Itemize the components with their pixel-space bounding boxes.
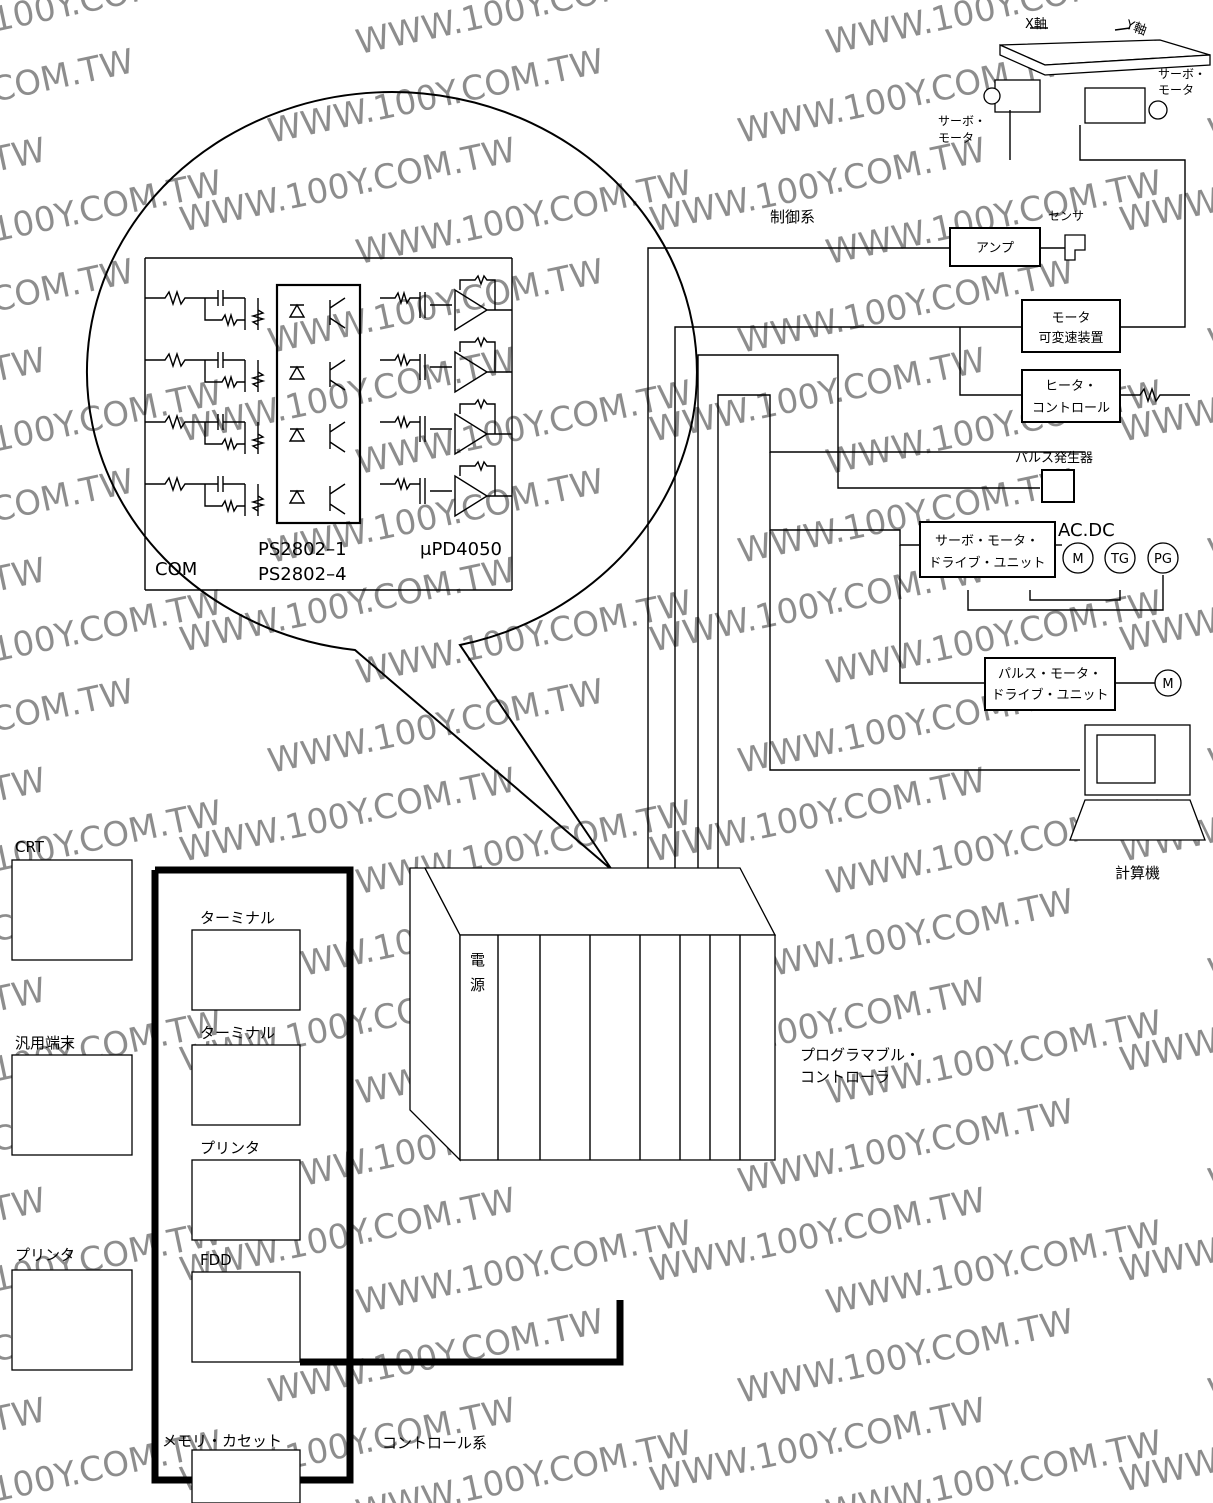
- computer-icon: [1069, 724, 1206, 841]
- printer-icon: [11, 1269, 133, 1371]
- left-device-crt: CRT: [15, 838, 45, 856]
- heater-controller-label-1: ヒータ・: [1045, 379, 1097, 394]
- servo-drive-label-1: サーボ・モータ・: [935, 534, 1039, 549]
- control-wiring: [647, 110, 1190, 870]
- driver-label: μPD4050: [420, 539, 502, 560]
- watermark-text: WWW.100Y.COM.TW: [264, 251, 607, 361]
- pulse-motor-label: M: [1162, 677, 1173, 692]
- watermark-text: WWW.100Y.COM.TW: [734, 881, 1077, 991]
- pulse-generator-label: パルス発生器: [1015, 451, 1093, 466]
- fdd-icon: [191, 1271, 301, 1363]
- optocoupler-frame: [275, 283, 362, 525]
- pg-label: PG: [1154, 552, 1172, 567]
- control-system-label: 制御系: [770, 208, 815, 226]
- watermark-text: WWW.100Y.COM.TW: [1204, 1301, 1213, 1411]
- left-device-terminal: 汎用端末: [15, 1034, 75, 1052]
- control-loop-label: コントロール系: [382, 1434, 487, 1452]
- motor-controller-box: [1021, 299, 1121, 353]
- watermark-text: WWW.100Y.COM.TW: [734, 1091, 1077, 1201]
- servo-motor-label: M: [1072, 552, 1083, 567]
- servo-right-label-1: サーボ・: [1158, 67, 1206, 81]
- servo-chain-label: AC.DC: [1058, 520, 1115, 541]
- com-label: COM: [155, 559, 197, 580]
- sensor-icon: [1064, 234, 1086, 261]
- computer-label: 計算機: [1115, 864, 1160, 882]
- pulse-drive-box: [984, 657, 1116, 711]
- servo-left-label-2: モータ: [938, 131, 974, 145]
- plc-power-label-1: 電: [470, 951, 485, 969]
- watermark-text: WWW.100Y.COM.TW: [1204, 461, 1213, 571]
- circuit-channel: [145, 398, 512, 456]
- watermark-text: WWW.100Y.COM.TW: [264, 671, 607, 781]
- servo-drive-label-2: ドライブ・ユニット: [928, 555, 1045, 571]
- servo-motor-icon: [1062, 542, 1094, 574]
- coupler-label-2: PS2802–4: [258, 564, 347, 585]
- circuit-channel: [145, 336, 512, 394]
- terminal-icon-1: [191, 929, 301, 1011]
- amp-label: アンプ: [976, 241, 1014, 256]
- watermark-text: WWW.100Y.COM.TW: [1204, 251, 1213, 361]
- printer-icon-2: [191, 1159, 301, 1241]
- pulse-drive-label-2: ドライブ・ユニット: [991, 687, 1108, 703]
- terminal-icon-2: [191, 1044, 301, 1126]
- watermark-text: WWW.100Y.COM.TW: [1204, 881, 1213, 991]
- general-terminal-icon: [11, 1054, 133, 1156]
- amp-box: [949, 227, 1041, 267]
- right-device-memory-cassette: メモリ・カセット: [162, 1432, 282, 1450]
- servo-left-label-1: サーボ・: [938, 114, 986, 128]
- watermark-text: WWW.100Y.COM.TW: [1204, 1091, 1213, 1201]
- tacho-generator-icon: [1104, 542, 1136, 574]
- right-device-printer: プリンタ: [200, 1139, 260, 1157]
- right-device-fdd: FDD: [200, 1251, 232, 1269]
- xy-table: [983, 27, 1211, 124]
- tacho-label: TG: [1110, 552, 1129, 567]
- watermark-text: WWW.100Y.COM.TW: [352, 0, 695, 63]
- servo-right-label-2: モータ: [1158, 83, 1194, 97]
- heater-controller-box: [1021, 369, 1121, 423]
- plc-label-1: プログラマブル・: [800, 1046, 920, 1064]
- circuit-channel: [145, 460, 512, 518]
- plc-label-2: コントローラ: [800, 1068, 890, 1086]
- pulse-motor-icon: [1154, 669, 1182, 697]
- zoom-callout-bubble: [86, 91, 698, 871]
- motor-controller-label-1: モータ: [1051, 311, 1090, 326]
- control-bus: [151, 866, 624, 1484]
- watermark-text: WWW.100Y.COM.TW: [1204, 671, 1213, 781]
- pulse-generator-icon: [1041, 469, 1075, 503]
- sensor-label: センサ: [1048, 209, 1084, 223]
- heater-controller-label-2: コントロール: [1032, 401, 1110, 416]
- x-axis-label: X軸: [1025, 17, 1047, 32]
- plc-power-label-2: 源: [470, 976, 485, 994]
- memory-cassette-icon: [191, 1449, 301, 1503]
- watermark-text: WWW.100Y.COM.TW: [264, 1301, 607, 1411]
- right-device-terminal-2: ターミナル: [200, 1024, 275, 1042]
- io-circuit-schematic: [144, 257, 513, 591]
- programmable-controller: [409, 867, 777, 1162]
- coupler-label-1: PS2802–1: [258, 539, 347, 560]
- left-device-printer: プリンタ: [15, 1246, 75, 1264]
- watermark-text: WWW.100Y.COM.TW: [734, 1301, 1077, 1411]
- right-device-terminal-1: ターミナル: [200, 909, 275, 927]
- crt-icon: [11, 859, 133, 961]
- motor-controller-label-2: 可変速装置: [1038, 330, 1103, 346]
- pulse-generator-encoder-icon: [1147, 542, 1179, 574]
- pulse-drive-label-1: パルス・モータ・: [998, 667, 1102, 682]
- y-axis-label: Y軸: [1123, 17, 1149, 39]
- servo-drive-box: [919, 521, 1056, 578]
- circuit-channel: [145, 274, 512, 332]
